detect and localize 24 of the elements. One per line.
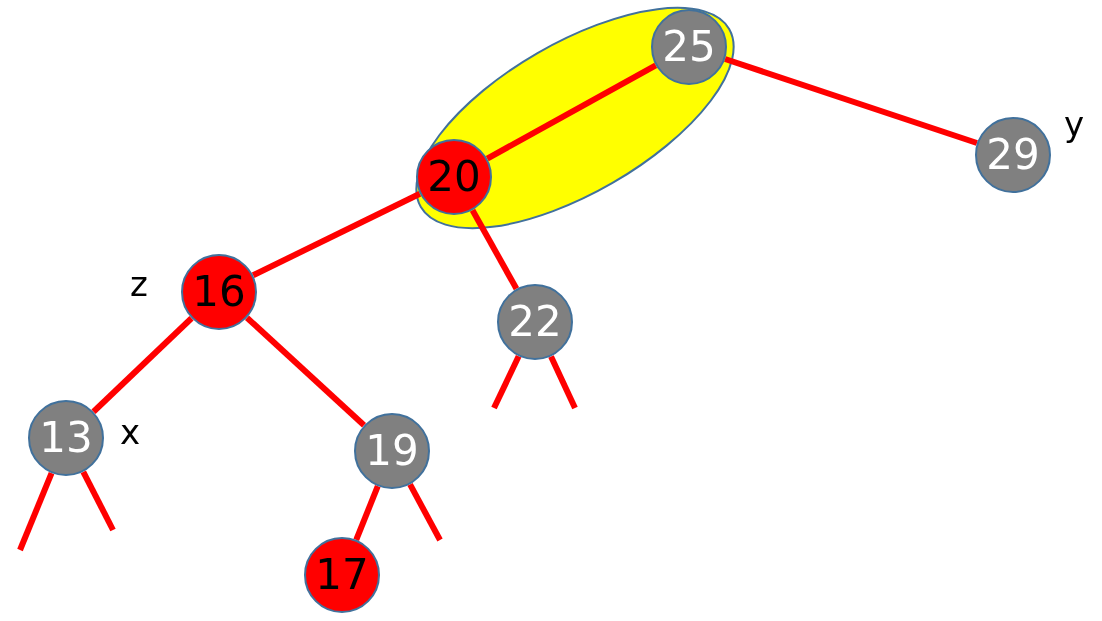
- node-key: 29: [986, 134, 1040, 176]
- tree-edge: [353, 485, 381, 541]
- node-tag: x: [119, 415, 141, 449]
- nil-leaf-line: [548, 355, 578, 410]
- tree-edge: [91, 316, 194, 414]
- node-key: 22: [508, 301, 562, 343]
- tree-edge: [469, 208, 520, 291]
- node-key: 16: [192, 271, 246, 313]
- nil-leaf-line: [407, 483, 443, 542]
- node-tag: y: [1063, 107, 1085, 141]
- node-tag: z: [130, 267, 148, 301]
- tree-edge: [244, 315, 367, 428]
- tree-edge: [485, 62, 658, 162]
- nil-leaf-line: [80, 470, 116, 532]
- nil-leaf-line: [17, 472, 55, 552]
- node-key: 13: [39, 417, 93, 459]
- node-key: 17: [315, 554, 369, 596]
- node-key: 25: [662, 26, 716, 68]
- node-key: 19: [365, 430, 419, 472]
- nil-leaf-line: [491, 355, 522, 410]
- tree-edge: [724, 56, 978, 146]
- tree-node-circle: [354, 413, 430, 489]
- node-key: 20: [427, 156, 481, 198]
- tree-edge: [251, 191, 422, 278]
